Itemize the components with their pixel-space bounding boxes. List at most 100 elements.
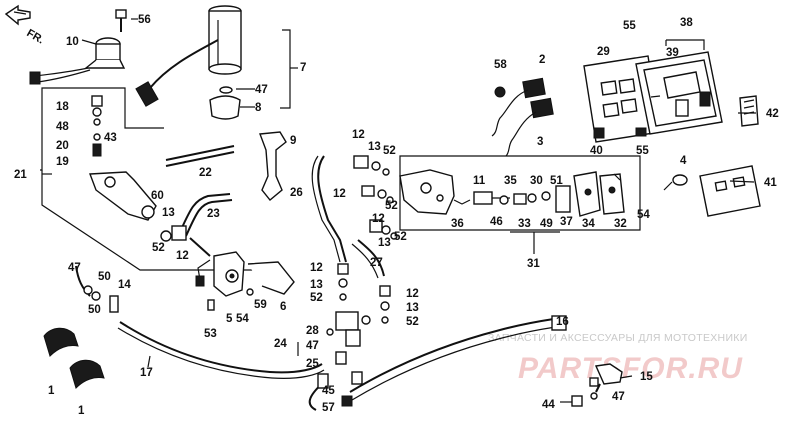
callout-23: 23 [207, 208, 220, 220]
callout-1: 1 [48, 385, 55, 397]
callout-55-b: 55 [636, 145, 649, 157]
callout-56: 56 [138, 14, 151, 26]
callout-32: 32 [614, 218, 627, 230]
wiring-switch-part [491, 77, 554, 157]
callout-13-b: 13 [162, 207, 175, 219]
master-cylinder-part [135, 5, 242, 120]
callout-44: 44 [542, 399, 555, 411]
callout-51: 51 [550, 175, 563, 187]
callout-30: 30 [530, 175, 543, 187]
callout-49: 49 [540, 218, 553, 230]
callout-11: 11 [473, 175, 486, 187]
callout-47-c: 47 [306, 340, 319, 352]
mount-bracket-part [259, 131, 287, 201]
valve-assembly-outline [399, 155, 641, 231]
callout-60: 60 [151, 190, 164, 202]
callout-9: 9 [290, 135, 296, 147]
fitting-15-part [571, 363, 623, 407]
callout-14: 14 [118, 279, 131, 291]
hose-clamp-part [43, 327, 105, 389]
callout-52-e: 52 [310, 292, 323, 304]
callout-19: 19 [56, 156, 69, 168]
callout-36: 36 [451, 218, 464, 230]
callout-46: 46 [490, 216, 503, 228]
callout-52-f: 52 [406, 316, 419, 328]
hose-part [165, 145, 235, 257]
callout-5: 5 [226, 313, 233, 325]
callout-22: 22 [199, 167, 212, 179]
hose-fittings-left [75, 265, 119, 313]
callout-16: 16 [556, 316, 569, 328]
brake-line-long [349, 317, 561, 393]
callout-37: 37 [560, 216, 573, 228]
callout-13-c: 13 [378, 237, 391, 249]
callout-52-b: 52 [385, 200, 398, 212]
callout-35: 35 [504, 175, 517, 187]
callout-53: 53 [204, 328, 217, 340]
callout-43: 43 [104, 132, 117, 144]
callout-50-b: 50 [88, 304, 101, 316]
callout-42: 42 [766, 108, 779, 120]
switch-panel-part [583, 51, 723, 143]
callout-48: 48 [56, 121, 69, 133]
watermark-caption: ЗАПЧАСТИ И АКСЕССУАРЫ ДЛЯ МОТОТЕХНИКИ [488, 332, 748, 344]
fitting-16-part [551, 315, 567, 331]
relay-part [29, 37, 126, 85]
pressure-switch-part [195, 251, 295, 311]
front-direction-arrow-icon: FR. [4, 4, 46, 46]
bulb-part-4 [663, 174, 688, 191]
callout-33: 33 [518, 218, 531, 230]
callout-55: 55 [623, 20, 636, 32]
switch-part [91, 95, 103, 157]
brake-hose-26 [317, 155, 347, 263]
callout-4: 4 [680, 155, 687, 167]
callout-12: 12 [352, 129, 365, 141]
callout-52-c: 52 [394, 231, 407, 243]
callout-13: 13 [368, 141, 381, 153]
callout-38: 38 [680, 17, 693, 29]
callout-2: 2 [539, 54, 545, 66]
callout-12-d: 12 [176, 250, 189, 262]
callout-21: 21 [14, 169, 27, 181]
callout-40: 40 [590, 145, 603, 157]
junction-block-part [317, 311, 371, 407]
callout-47-d: 47 [612, 391, 625, 403]
callout-58: 58 [494, 59, 507, 71]
front-direction-label: FR. [25, 27, 46, 46]
callout-1-b: 1 [78, 405, 85, 417]
callout-17: 17 [140, 367, 153, 379]
callout-bracket-38 [665, 39, 705, 50]
banjo-bolt-set [337, 155, 398, 324]
callout-18: 18 [56, 101, 69, 113]
callout-bracket-7 [280, 29, 291, 109]
callout-34: 34 [582, 218, 595, 230]
callout-12-f: 12 [406, 288, 419, 300]
callout-27: 27 [370, 257, 383, 269]
callout-7: 7 [300, 62, 306, 74]
cover-part-42 [739, 95, 759, 127]
callout-6: 6 [280, 301, 286, 313]
callout-47: 47 [255, 84, 268, 96]
callout-50: 50 [98, 271, 111, 283]
callout-20: 20 [56, 140, 69, 152]
callout-59: 59 [254, 299, 267, 311]
callout-25: 25 [306, 358, 319, 370]
callout-13-e: 13 [406, 302, 419, 314]
brake-hose-27 [357, 239, 385, 277]
callout-47-b: 47 [68, 262, 81, 274]
cover-plate-41 [699, 165, 761, 217]
callout-3: 3 [537, 136, 543, 148]
fitting-part [160, 225, 187, 242]
callout-57: 57 [322, 402, 335, 414]
callout-12-e: 12 [310, 262, 323, 274]
callout-29: 29 [597, 46, 610, 58]
callout-26: 26 [290, 187, 303, 199]
callout-12-b: 12 [333, 188, 346, 200]
callout-45: 45 [322, 385, 335, 397]
callout-28: 28 [306, 325, 319, 337]
screw-part [115, 9, 127, 32]
callout-24: 24 [274, 338, 287, 350]
callout-52: 52 [383, 145, 396, 157]
